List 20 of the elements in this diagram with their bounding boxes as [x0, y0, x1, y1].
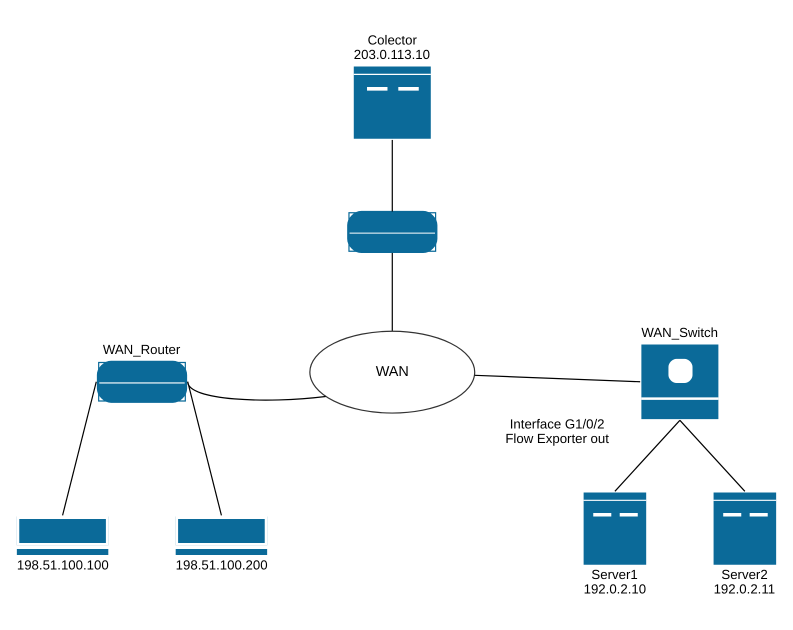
node-label: Server2	[721, 566, 768, 582]
connector	[392, 140, 393, 212]
connector	[614, 420, 680, 492]
node-label: WAN_Router	[102, 342, 180, 357]
connector	[187, 382, 222, 516]
node-ellipse: WAN	[309, 330, 476, 414]
connector	[62, 382, 97, 516]
node-label: 192.0.2.11	[714, 581, 776, 596]
node-label: 203.0.113.10	[354, 47, 430, 62]
connector	[679, 420, 746, 492]
connector	[474, 374, 640, 382]
node-label: WAN_Switch	[641, 325, 718, 340]
node-label: 198.51.100.100	[16, 557, 109, 572]
node-label: 192.0.2.10	[584, 581, 646, 596]
connector	[392, 252, 393, 331]
node-label: Server1	[591, 566, 638, 582]
node-label: 198.51.100.200	[176, 557, 268, 572]
node-label: Colector	[368, 32, 417, 48]
edge-label: Interface G1/0/2 Flow Exporter out	[505, 416, 609, 446]
connector	[187, 382, 326, 401]
